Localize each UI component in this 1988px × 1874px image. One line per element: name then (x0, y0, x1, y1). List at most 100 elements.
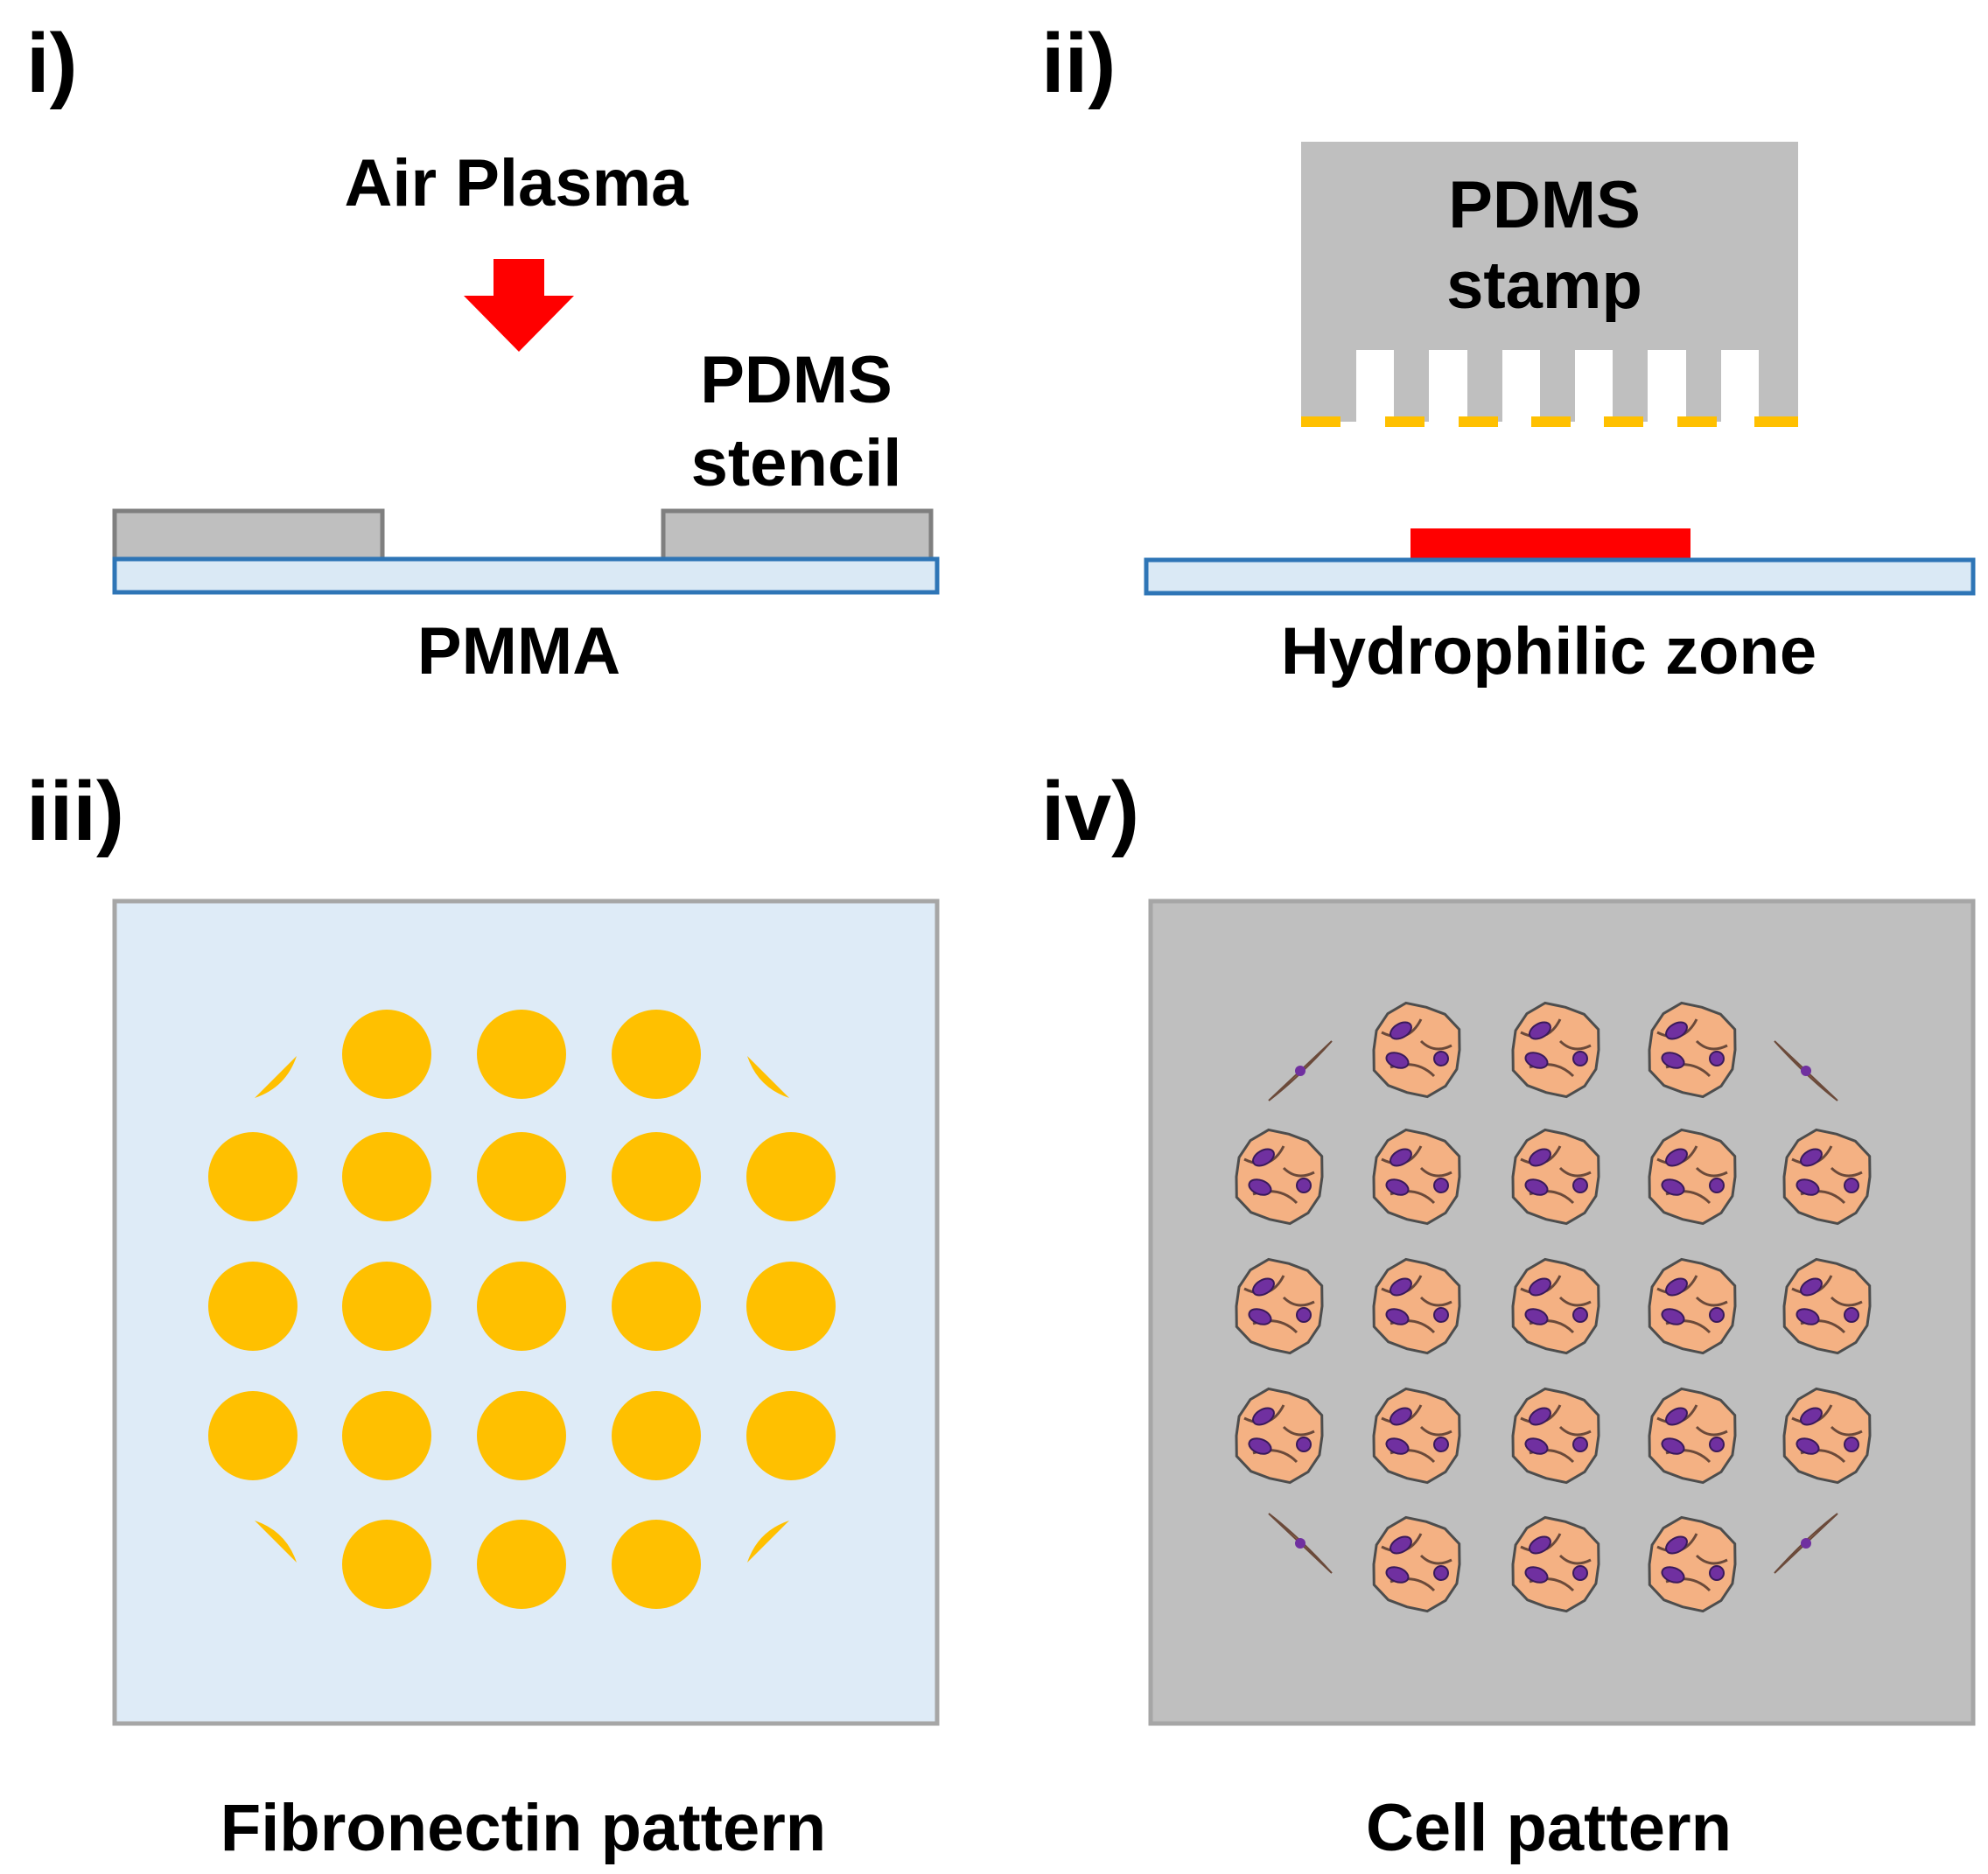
fibronectin-dot (746, 1262, 836, 1351)
fibronectin-dot (746, 1391, 836, 1480)
cell-nucleus (1661, 1178, 1685, 1196)
pdms-stamp-label-line1: PDMS (1448, 168, 1641, 242)
pdms-stamp (1301, 142, 1798, 422)
cell-body (1648, 1515, 1737, 1613)
cell (1372, 1257, 1461, 1355)
fibronectin-caption: Fibronectin pattern (220, 1791, 826, 1865)
cell-body (1648, 1387, 1737, 1485)
cell-nucleus (1390, 1021, 1412, 1040)
cell-nucleus (1385, 1052, 1410, 1069)
cell (1511, 1257, 1600, 1355)
cell-nucleus (1844, 1178, 1859, 1193)
cell-nucleus (1661, 1308, 1685, 1325)
cell-nucleus (1796, 1178, 1820, 1196)
cell-nucleus (1844, 1307, 1859, 1323)
cell-nucleus (1433, 1178, 1449, 1193)
cell-nucleus (1390, 1535, 1412, 1555)
pdms-stencil-left (112, 508, 385, 562)
cell-nucleus (1252, 1407, 1275, 1426)
cell (1235, 1257, 1324, 1355)
cell-nucleus (1800, 1148, 1823, 1167)
fibronectin-crescent (747, 1056, 789, 1098)
pmma-substrate-ii (1144, 557, 1976, 596)
cell-nucleus (1529, 1277, 1551, 1297)
stamp-ink-layer (1301, 416, 1798, 427)
cell-nucleus (1385, 1308, 1410, 1325)
cell-nucleus (1524, 1566, 1549, 1584)
cell-nucleus (1665, 1407, 1688, 1426)
pdms-stencil-right (661, 508, 934, 562)
pdms-stencil-label-line1: PDMS (700, 343, 892, 417)
cell (1511, 1387, 1600, 1485)
fibronectin-dot (746, 1132, 836, 1221)
cell (1648, 1128, 1737, 1226)
cell-fragment (1774, 1513, 1838, 1574)
fibronectin-dot (342, 1391, 431, 1480)
cell-body (1648, 1128, 1737, 1226)
ink-strip (1385, 416, 1424, 427)
cell (1372, 1001, 1461, 1099)
cell-nucleus (1385, 1437, 1410, 1455)
cell (1782, 1387, 1872, 1485)
cell-nucleus (1661, 1052, 1685, 1069)
cell-nucleus (1252, 1277, 1275, 1297)
fibronectin-dot (612, 1391, 701, 1480)
cell-nucleus (1661, 1566, 1685, 1584)
cell (1235, 1128, 1324, 1226)
fibronectin-crescent (255, 1056, 297, 1098)
fibronectin-dot (477, 1132, 566, 1221)
cell-pattern-caption: Cell pattern (1366, 1791, 1732, 1865)
cell-nucleus (1385, 1566, 1410, 1584)
panel-ii: ii) PDMS stamp Hydrophilic zone (1041, 17, 1976, 689)
cell-nucleus (1572, 1307, 1588, 1323)
cell (1648, 1515, 1737, 1613)
cell-nucleus (1529, 1021, 1551, 1040)
cell-nucleus (1248, 1308, 1272, 1325)
hydrophilic-zone-bar (1410, 528, 1690, 560)
cell-nucleus (1665, 1535, 1688, 1555)
cell (1648, 1257, 1737, 1355)
cell-nucleus (1433, 1307, 1449, 1323)
air-plasma-label: Air Plasma (345, 146, 690, 220)
fibronectin-dot (208, 1391, 298, 1480)
cell-body (1235, 1257, 1324, 1355)
cell-fragment (1774, 1040, 1838, 1101)
cell-nucleus (1801, 1538, 1811, 1549)
cell-body (1235, 1128, 1324, 1226)
fibronectin-crescent (255, 1521, 297, 1563)
cell-body (1782, 1257, 1872, 1355)
ink-strip (1301, 416, 1340, 427)
fibronectin-dot (612, 1262, 701, 1351)
fibronectin-dot-grid (208, 1010, 836, 1609)
cell (1235, 1387, 1324, 1485)
cell-nucleus (1524, 1052, 1549, 1069)
fibronectin-dot (477, 1010, 566, 1099)
cell-body (1648, 1257, 1737, 1355)
cell-nucleus (1433, 1437, 1449, 1452)
ink-strip (1459, 416, 1498, 427)
cell-nucleus (1709, 1178, 1725, 1193)
cell-nucleus (1529, 1148, 1551, 1167)
cell (1511, 1515, 1600, 1613)
cell (1511, 1001, 1600, 1099)
cell (1648, 1387, 1737, 1485)
cell (1511, 1128, 1600, 1226)
cell-fragment (1268, 1513, 1333, 1574)
cell-body (1372, 1001, 1461, 1099)
pdms-stamp-label-line2: stamp (1446, 248, 1642, 323)
panel-iv-label: iv) (1041, 765, 1139, 858)
cell-nucleus (1801, 1066, 1811, 1076)
cell-nucleus (1709, 1437, 1725, 1452)
panel-i-label: i) (26, 17, 78, 110)
cell-nucleus (1572, 1565, 1588, 1581)
cell-nucleus (1296, 1178, 1312, 1193)
panel-iv: iv) Cell pattern (1041, 765, 1976, 1865)
ink-strip (1604, 416, 1643, 427)
cell-fragment (1268, 1040, 1333, 1101)
cell (1648, 1001, 1737, 1099)
panel-i: i) Air Plasma PDMS stencil PMMA (26, 17, 940, 689)
cell-nucleus (1661, 1437, 1685, 1455)
cell-nucleus (1844, 1437, 1859, 1452)
fibronectin-dot (612, 1010, 701, 1099)
cell-nucleus (1800, 1277, 1823, 1297)
